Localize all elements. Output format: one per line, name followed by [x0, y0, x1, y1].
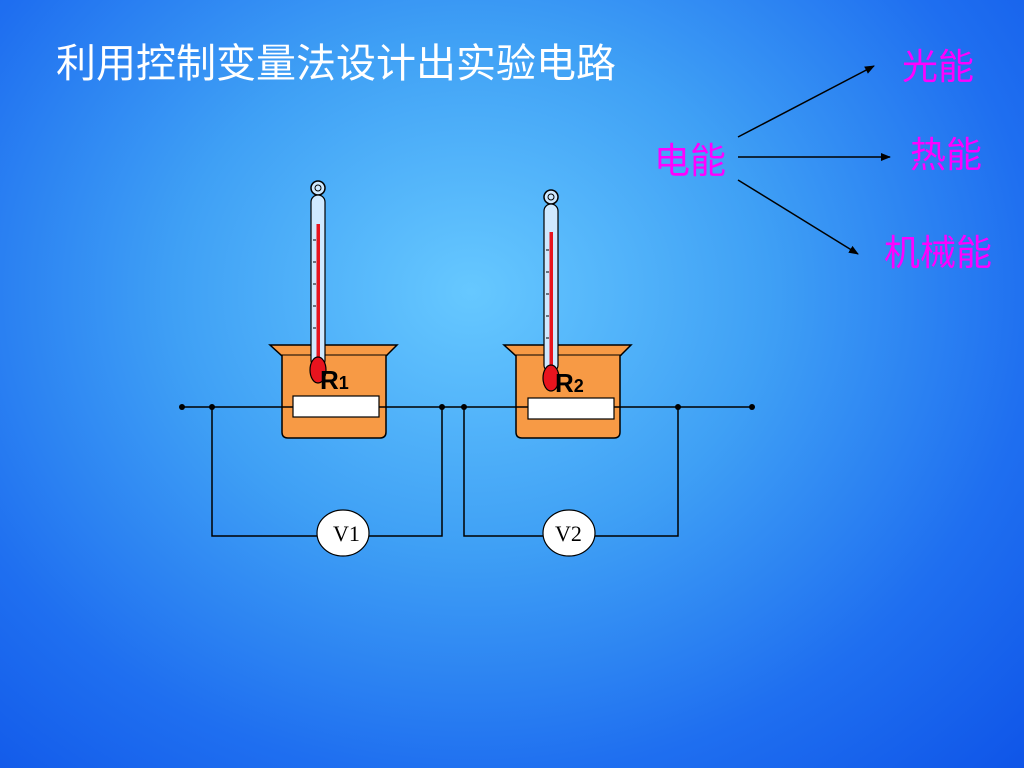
arrow-to-light: [737, 65, 875, 138]
arrow-to-mechanical: [737, 179, 859, 255]
voltmeter-2: V2: [542, 509, 596, 557]
resistor-2: [527, 397, 615, 420]
energy-output-mechanical: 机械能: [884, 233, 993, 274]
resistor-1-label: R1: [320, 365, 349, 395]
resistor-2-label: R2: [555, 368, 584, 398]
energy-source-label: 电能: [654, 141, 727, 182]
energy-output-heat: 热能: [910, 135, 983, 176]
voltmeter-1-label: V1: [333, 521, 360, 546]
energy-arrows: [737, 65, 891, 255]
thermometer-2: [542, 189, 560, 392]
thermometer-1-bulb: [309, 356, 327, 384]
voltmeter-2-label: V2: [555, 521, 582, 546]
circuit-wires: [182, 406, 752, 537]
junction-dots: [179, 404, 755, 410]
voltmeter-1: V1: [316, 509, 370, 557]
thermometer-1: [309, 180, 327, 384]
energy-output-light: 光能: [902, 47, 975, 88]
thermometer-2-bulb: [542, 364, 560, 392]
slide-title: 利用控制变量法设计出实验电路: [56, 41, 616, 87]
resistor-1: [292, 395, 380, 418]
